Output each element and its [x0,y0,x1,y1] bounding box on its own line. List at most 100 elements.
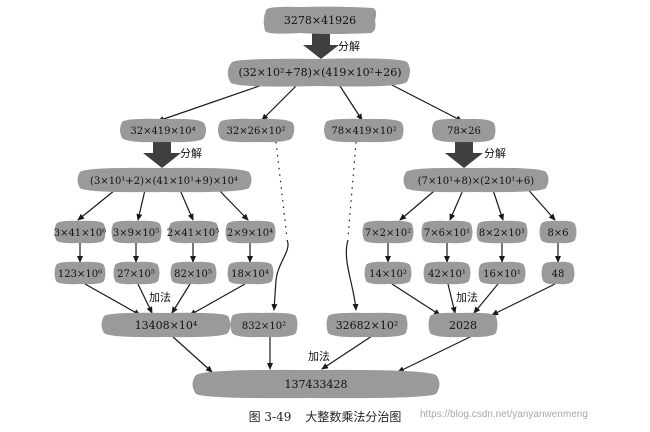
node-shape-a1 [54,220,106,244]
node-d2r: 42×10¹ [428,269,466,280]
connectors [77,83,561,373]
decompose-arrow-right [445,140,483,168]
decompose-label-right: 分解 [484,146,506,160]
figure-caption: 图 3-49 大整数乘法分治图 [0,408,650,426]
figure-number: 图 3-49 [248,410,292,424]
edge-expand-d-d4 [524,185,556,221]
node-shape-product-d [432,118,496,143]
decompose-label-top: 分解 [338,39,360,53]
node-shape-a4 [225,220,276,244]
node-shape-d1 [362,220,414,244]
node-root: 3278×41926 [284,14,356,27]
node-shape-sum-b [230,312,298,338]
node-sum-a: 13408×10⁴ [135,319,198,332]
add-label-left: 加法 [149,290,171,304]
node-level1: (32×10²+78)×(419×10²+26) [238,66,401,79]
node-sum-b: 832×10² [242,321,286,332]
edge-a3r-sum-a [171,283,191,314]
node-product-c: 78×419×10² [331,126,396,137]
node-a1r: 123×10⁶ [58,269,102,280]
edge-level1-product-b [261,85,297,121]
decompose-label-left: 分解 [180,146,202,160]
node-shape-a4r [227,261,274,285]
decompose-arrow-left [143,140,181,168]
add-label-final: 加法 [308,349,330,363]
edge-a2r-sum-a [137,283,153,314]
node-a3r: 82×10⁵ [174,269,212,280]
edge-sum-d-final [397,335,473,373]
node-shape-expand-d [403,167,549,193]
node-d1r: 14×10² [369,269,407,280]
edge-product-c-curve [345,239,359,311]
node-labels: 3278×41926 (32×10²+78)×(419×10²+26) 32×4… [54,14,569,391]
nodes [54,6,577,399]
node-shape-d1r [364,261,412,285]
node-shape-a1r [54,261,106,285]
edge-expand-a-a3 [179,189,194,221]
node-expand-a: (3×10¹+2)×(41×10¹+9)×10⁴ [90,176,238,187]
node-d4: 8×6 [547,228,568,239]
edge-a4r-sum-a [189,283,246,316]
node-shape-a3r [170,261,217,285]
edge-level1-product-c [339,85,363,121]
node-shape-d3 [476,220,528,244]
node-d3: 8×2×10¹ [479,228,525,239]
node-shape-product-c [324,118,404,143]
node-final: 137433428 [285,378,348,391]
add-label-right: 加法 [456,290,478,304]
block-arrows [143,33,483,168]
node-a4r: 18×10⁴ [231,269,269,280]
node-shape-root [263,6,377,35]
edge-sum-a-final [171,335,213,373]
edge-expand-a-a2 [136,189,146,221]
edge-level1-product-a [157,83,266,122]
node-shape-level1 [227,58,410,87]
edge-product-b-curve [271,239,289,311]
node-shape-expand-a [77,167,252,193]
edge-sum-c-final [321,335,373,370]
decompose-arrow-top [303,33,339,59]
node-sum-c: 32682×10² [336,319,399,332]
node-sum-d: 2028 [449,319,477,332]
edge-level1-product-d [389,83,463,122]
node-expand-d: (7×10¹+8)×(2×10¹+6) [418,176,535,187]
edge-product-c-dotted [347,141,357,239]
node-product-b: 32×26×10² [227,126,286,137]
node-shape-sum-d [428,312,498,338]
edge-expand-d-d3 [492,189,504,221]
node-shape-d2r [423,261,471,285]
node-shape-a2r [113,261,160,285]
edge-product-b-dotted [275,141,288,239]
watermark: https://blog.csdn.net/yanyanwenmeng [420,409,588,420]
edge-d4r-sum-d [491,283,556,316]
node-shape-d2 [421,220,473,244]
node-shape-d4r [541,261,575,285]
node-shape-sum-a [101,312,231,338]
node-a3: 2×41×10⁵ [167,228,220,239]
node-d2: 7×6×10¹ [424,228,470,239]
node-shape-a3 [168,220,219,244]
node-a4: 2×9×10⁴ [227,228,273,239]
operation-labels: 分解 分解 分解 加法 加法 加法 [149,39,506,363]
edge-d2r-sum-d [447,283,457,314]
node-a2r: 27×10⁵ [117,269,155,280]
node-d1: 7×2×10² [365,228,411,239]
node-product-d: 78×26 [447,126,481,137]
node-a2: 3×9×10⁵ [113,228,159,239]
node-d3r: 16×10¹ [483,269,521,280]
figure-title: 大整数乘法分治图 [305,410,402,424]
node-product-a: 32×419×10⁴ [130,126,195,137]
edge-expand-d-d2 [449,189,464,221]
node-shape-product-a [120,118,206,143]
node-shape-d4 [539,220,577,244]
node-a1: 3×41×10⁶ [54,228,107,239]
edge-d3r-sum-d [473,283,499,314]
node-shape-sum-c [326,312,408,338]
node-shape-final [192,369,440,399]
node-shape-product-b [218,118,295,143]
node-shape-a2 [111,220,162,244]
edge-d1r-sum-d [391,283,441,316]
edge-a1r-sum-a [84,283,141,316]
node-shape-d3r [478,261,526,285]
